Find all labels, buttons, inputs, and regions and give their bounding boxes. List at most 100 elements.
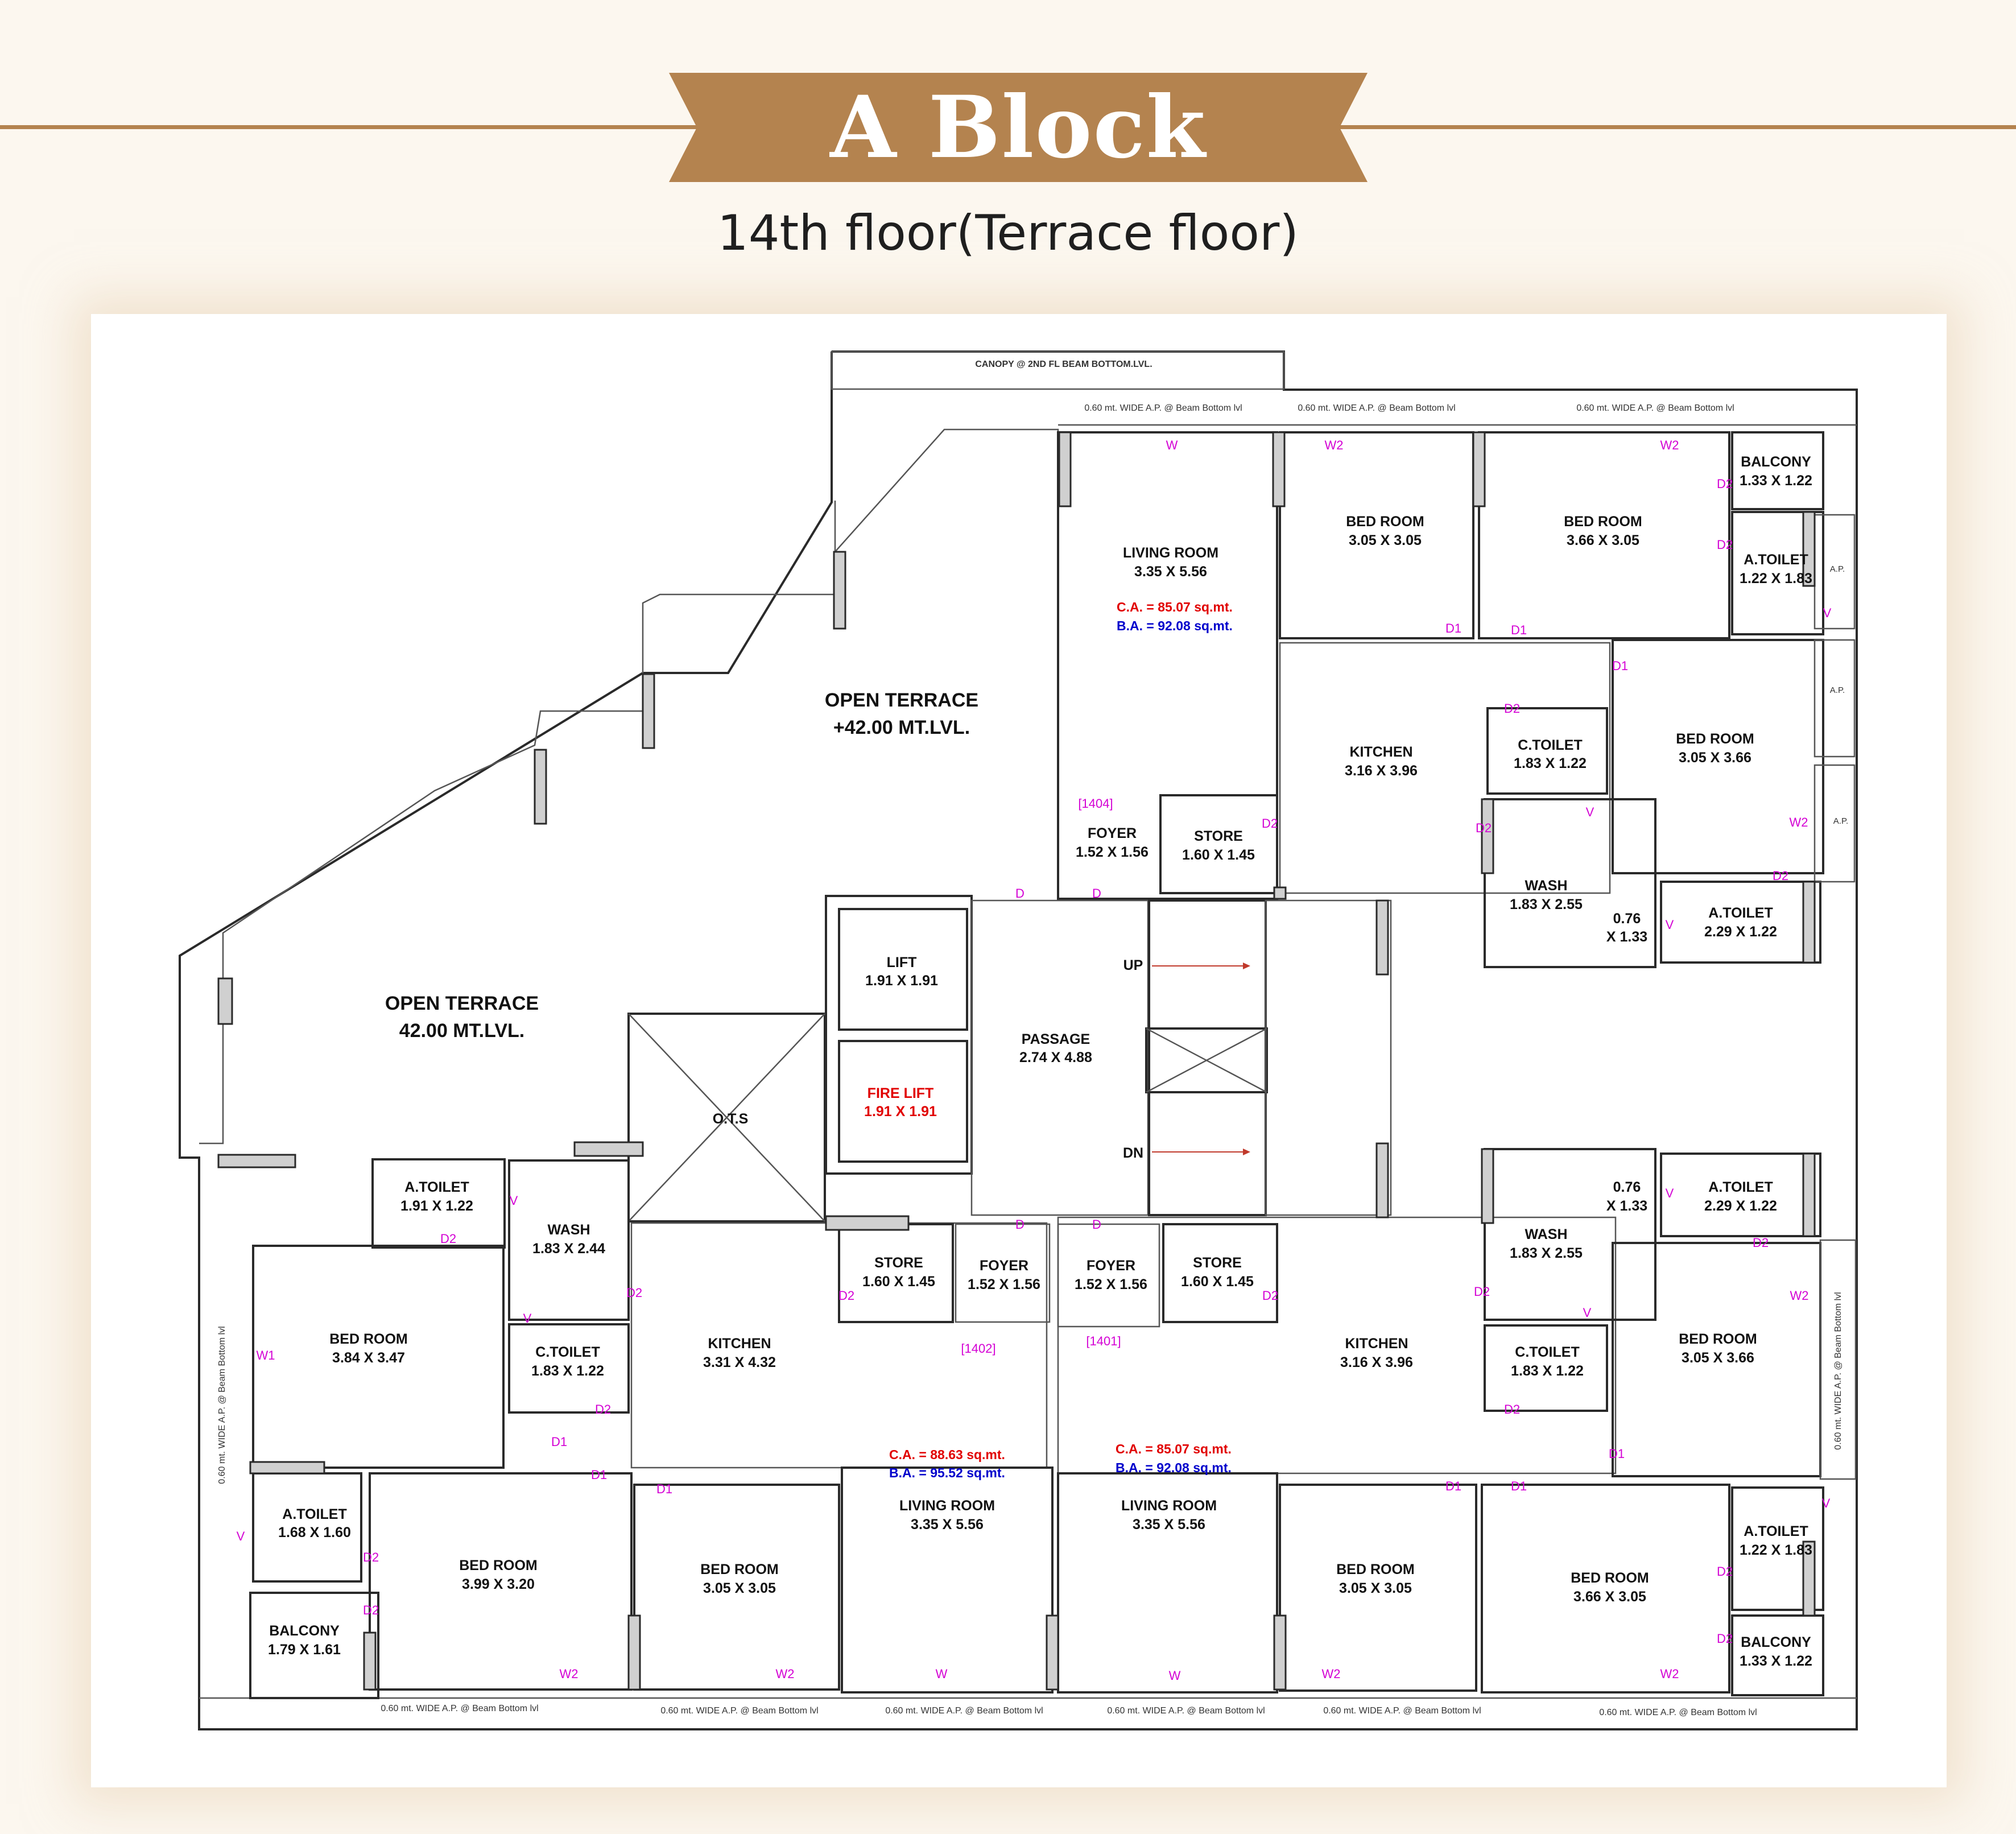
room-balcony-1404: [1731, 431, 1824, 510]
svg-text:D: D: [1015, 1217, 1024, 1232]
atoilet1-1402-name: A.TOILET: [404, 1179, 469, 1195]
balcony-1402-name: BALCONY: [269, 1623, 340, 1639]
svg-text:W2: W2: [560, 1667, 579, 1681]
page-title: A Block: [830, 77, 1207, 177]
room-kitchen-1404: [1279, 642, 1611, 894]
room-ctoilet-1402: [508, 1323, 630, 1414]
atoilet1-1401-size: 2.29 X 1.22: [1704, 1198, 1777, 1214]
ap-note-2: 0.60 mt. WIDE A.P. @ Beam Bottom lvl: [1298, 403, 1455, 413]
svg-text:D1: D1: [1445, 621, 1461, 635]
floor-plan: CANOPY @ 2ND FL BEAM BOTTOM.LVL. 0.60 mt…: [179, 350, 1858, 1730]
bed1-1404-size: 3.05 X 3.05: [1349, 532, 1422, 548]
svg-text:D: D: [1092, 1217, 1101, 1232]
wash-1404-name: WASH: [1525, 878, 1568, 894]
room-balcony-1401: [1731, 1614, 1824, 1696]
svg-text:W1: W1: [257, 1348, 275, 1362]
ctoilet-1404-name: C.TOILET: [1518, 737, 1582, 753]
svg-text:D1: D1: [551, 1435, 567, 1449]
svg-text:W2: W2: [1790, 1288, 1809, 1303]
room-atoilet1-1404: [1731, 511, 1824, 635]
room-bed1-1402: [252, 1245, 505, 1469]
ctoilet-1402-name: C.TOILET: [535, 1344, 600, 1360]
terrace-upper-name: OPEN TERRACE: [825, 689, 978, 711]
svg-text:W2: W2: [1790, 815, 1808, 829]
bed2-1401-name: BED ROOM: [1336, 1562, 1415, 1577]
svg-text:D2: D2: [1262, 1288, 1278, 1303]
room-bed1-1404: [1279, 431, 1474, 639]
atoilet2-1401-size: 1.22 X 1.83: [1740, 1542, 1812, 1558]
living-1401-name: LIVING ROOM: [1121, 1498, 1217, 1514]
bed3-1404-size: 3.05 X 3.66: [1679, 750, 1751, 766]
wash-1402-name: WASH: [548, 1222, 590, 1238]
ap-note-vertical-left: 0.60 mt. WIDE A.P. @ Beam Bottom lvl: [217, 1326, 227, 1484]
shaft-1401-size: X 1.33: [1606, 1198, 1647, 1214]
shaft-1404-size: X 1.33: [1606, 929, 1647, 945]
ap-short-1: A.P.: [1830, 564, 1845, 574]
balcony-1401-name: BALCONY: [1741, 1634, 1811, 1650]
wash-1401-size: 1.83 X 2.55: [1510, 1245, 1583, 1261]
bed3-1402-name: BED ROOM: [700, 1562, 779, 1577]
atoilet1-1402-size: 1.91 X 1.22: [400, 1198, 473, 1214]
room-balcony-1402: [249, 1592, 379, 1699]
svg-text:W: W: [1166, 438, 1178, 452]
room-bed2-1404: [1478, 431, 1730, 639]
stair-dn: DN: [1123, 1145, 1143, 1161]
svg-text:D2: D2: [838, 1288, 854, 1303]
wash-1404-size: 1.83 X 2.55: [1510, 897, 1583, 912]
flat-1404-tag: [1404]: [1078, 796, 1113, 811]
room-living-1401: [1057, 1472, 1278, 1693]
room-living-1404: [1057, 431, 1278, 900]
flat-1404-ba: B.A. = 92.08 sq.mt.: [1117, 618, 1233, 633]
bed3-1401-size: 3.66 X 3.05: [1573, 1589, 1646, 1605]
core-lift-shell: [825, 895, 973, 1175]
bed1-1404-name: BED ROOM: [1346, 514, 1424, 530]
atoilet2-1404-size: 2.29 X 1.22: [1704, 924, 1777, 940]
terrace-lower-level: 42.00 MT.LVL.: [399, 1020, 524, 1042]
svg-text:D2: D2: [1717, 538, 1733, 552]
svg-text:D1: D1: [591, 1468, 607, 1482]
svg-text:D1: D1: [1445, 1479, 1461, 1493]
ots-x2: [628, 1013, 825, 1222]
room-atoilet1-1402: [371, 1158, 506, 1249]
kitchen-1401-name: KITCHEN: [1345, 1336, 1408, 1352]
terrace-parapet: [199, 593, 845, 1145]
svg-text:V: V: [237, 1529, 245, 1543]
svg-text:W: W: [1169, 1668, 1181, 1683]
ap-note-6: 0.60 mt. WIDE A.P. @ Beam Bottom lvl: [885, 1706, 1043, 1716]
atoilet2-1404-name: A.TOILET: [1708, 905, 1773, 921]
header-rule-right: [1325, 125, 2016, 129]
ap-short-3: A.P.: [1833, 816, 1848, 826]
svg-text:D2: D2: [1773, 869, 1788, 883]
svg-text:D2: D2: [1753, 1236, 1769, 1250]
room-atoilet2-1404: [1660, 881, 1821, 964]
core-lobby-right: [1265, 899, 1392, 1216]
store-1404-name: STORE: [1194, 828, 1243, 844]
bed3-1401-name: BED ROOM: [1571, 1570, 1649, 1586]
terrace-upper-level: +42.00 MT.LVL.: [833, 717, 970, 738]
svg-text:W2: W2: [1322, 1667, 1341, 1681]
svg-text:V: V: [1666, 918, 1674, 932]
kitchen-1402-name: KITCHEN: [708, 1336, 771, 1352]
flat-1401-tag: [1401]: [1086, 1334, 1121, 1348]
room-store-1404: [1159, 794, 1278, 894]
ots-label: O.T.S: [713, 1111, 749, 1127]
svg-text:W2: W2: [1325, 438, 1344, 452]
atoilet2-1402-name: A.TOILET: [282, 1506, 346, 1522]
ap-note-9: 0.60 mt. WIDE A.P. @ Beam Bottom lvl: [1599, 1708, 1757, 1717]
svg-text:D1: D1: [656, 1482, 672, 1496]
terrace-lower-name: OPEN TERRACE: [385, 993, 539, 1014]
atoilet1-1401-name: A.TOILET: [1708, 1179, 1773, 1195]
svg-text:D2: D2: [595, 1402, 611, 1416]
svg-text:W2: W2: [1660, 1667, 1679, 1681]
shaft-1401-name: 0.76: [1613, 1179, 1641, 1195]
core-lift: [838, 908, 968, 1031]
ap-note-5: 0.60 mt. WIDE A.P. @ Beam Bottom lvl: [660, 1706, 818, 1716]
store-1401-name: STORE: [1193, 1255, 1242, 1271]
ap-short-2: A.P.: [1830, 685, 1845, 695]
store-1404-size: 1.60 X 1.45: [1182, 847, 1255, 863]
flat-1401-ba: B.A. = 92.08 sq.mt.: [1116, 1460, 1232, 1475]
stair-x2: [1146, 1027, 1267, 1093]
ctoilet-1402-size: 1.83 X 1.22: [531, 1363, 604, 1379]
passage-name: PASSAGE: [1022, 1031, 1090, 1047]
bed1-1401-name: BED ROOM: [1679, 1331, 1757, 1347]
